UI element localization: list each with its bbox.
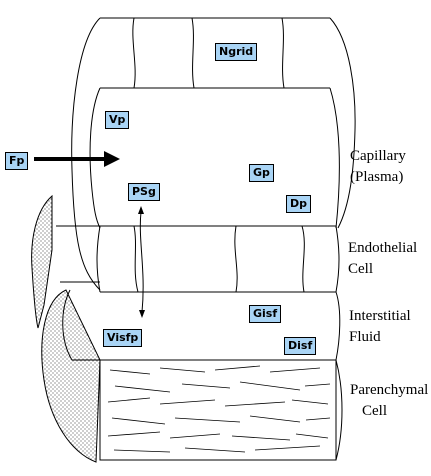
vp-box: Vp (105, 111, 130, 129)
parenchymal-texture (107, 365, 331, 453)
parenchymal-label-line2: Cell (362, 403, 387, 419)
parenchymal-label-line1: Parenchymal (350, 382, 429, 398)
exchange-arrow-down (139, 310, 145, 318)
interstitial-label-line1: Interstitial (349, 308, 411, 324)
flow-arrowhead (104, 151, 120, 167)
parenchymal-stippled-edge (41, 289, 101, 463)
disf-box: Disf (284, 337, 317, 355)
ngrid-box: Ngrid (215, 43, 258, 61)
gisf-box: Gisf (249, 305, 282, 323)
tissue-stippled-edge (31, 194, 53, 329)
dp-box: Dp (286, 195, 312, 213)
interstitial-label: Interstitial Fluid (349, 306, 411, 348)
gp-box: Gp (249, 164, 274, 182)
capillary-outer-wall (71, 17, 101, 291)
visfp-box: Visfp (103, 329, 143, 347)
capillary-label-line2: (Plasma) (350, 169, 404, 185)
exchange-arrow-line (139, 211, 144, 313)
interstitial-label-line2: Fluid (349, 329, 381, 345)
parenchymal-label: Parenchymal Cell (350, 380, 428, 422)
endothelial-label-line2: Cell (348, 261, 373, 277)
endothelial-label-line1: Endothelial (348, 240, 418, 256)
endothelial-label: Endothelial Cell (348, 238, 417, 280)
capillary-label: Capillary (Plasma) (350, 146, 406, 188)
capillary-label-line1: Capillary (350, 148, 406, 164)
psg-box: PSg (128, 183, 160, 201)
exchange-arrow-up (138, 206, 144, 214)
parenchymal-cell-block (99, 359, 337, 461)
capillary-right-curve (329, 17, 356, 229)
fp-box: Fp (5, 152, 29, 170)
